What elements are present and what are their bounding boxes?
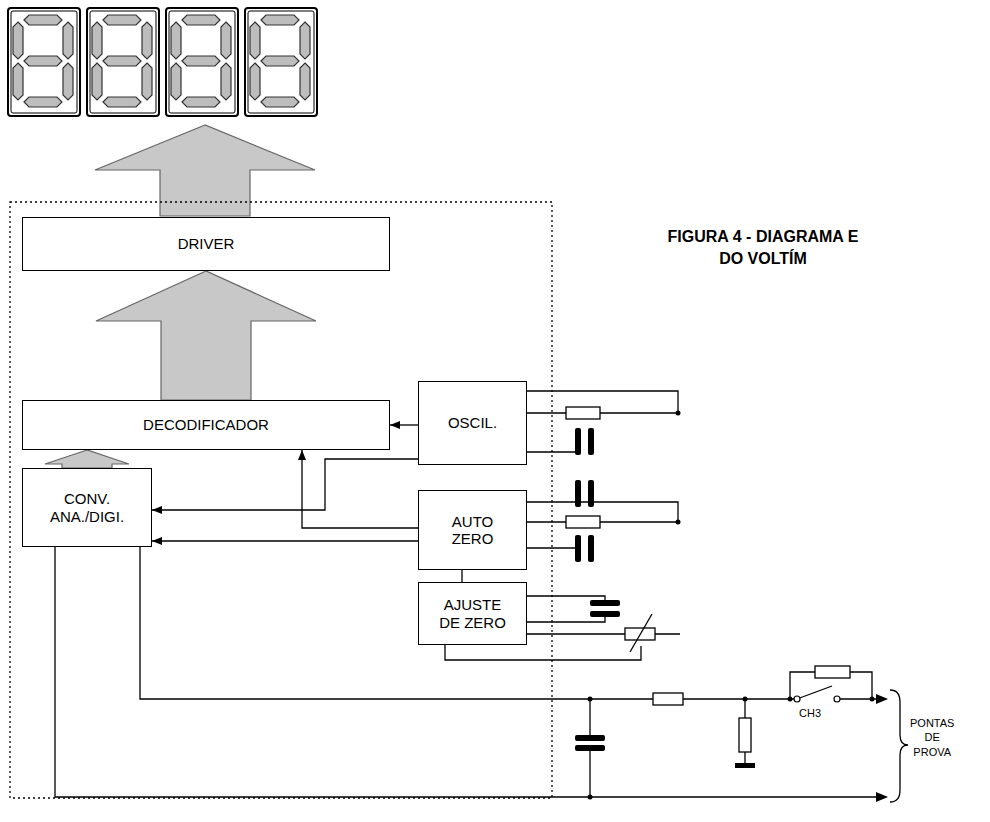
block-label: OSCIL. (448, 414, 497, 431)
figure-caption: FIGURA 4 - DIAGRAMA E DO VOLTÍM (660, 226, 866, 269)
capacitor-plate (588, 535, 594, 562)
wire (527, 547, 576, 548)
wire (527, 391, 678, 413)
junction-dot (676, 411, 681, 416)
resistor-symbol (739, 718, 751, 752)
block-box: CONV. ANA./DIGI. (22, 468, 152, 547)
resistor-symbol (653, 693, 683, 705)
block-label: DECODIFICADOR (143, 416, 269, 433)
block-box: OSCIL. (418, 381, 527, 465)
block-box: AUTO ZERO (418, 490, 527, 570)
block-box: DRIVER (22, 217, 390, 271)
block-box: AJUSTE DE ZERO (418, 582, 527, 645)
resistor-symbol (815, 666, 850, 678)
arrow-head (876, 792, 888, 802)
capacitor-plate (575, 735, 605, 741)
signal-line (152, 459, 418, 510)
junction-dot (870, 697, 875, 702)
bus-arrow (45, 450, 129, 468)
signal-line (152, 540, 418, 541)
resistor-symbol (566, 407, 600, 419)
junction-dot (743, 697, 748, 702)
signal-line (302, 450, 418, 528)
signal-line (390, 424, 418, 425)
capacitor-plate (575, 480, 581, 507)
wire (445, 645, 641, 660)
wire (527, 502, 678, 522)
signal-line (461, 570, 462, 582)
wire (527, 633, 680, 634)
seven-segment-digit (87, 8, 159, 116)
block-box: DECODIFICADOR (22, 400, 390, 450)
wire (527, 412, 678, 413)
arrow-head (876, 694, 888, 704)
wire (527, 521, 678, 522)
switch-contact (834, 696, 840, 702)
brace (890, 690, 908, 802)
chip-outline (10, 202, 552, 798)
wire (527, 451, 576, 452)
switch-contact (794, 696, 800, 702)
junction-dot (588, 697, 593, 702)
resistor-symbol (566, 516, 600, 528)
wire (55, 547, 878, 797)
capacitor-plate (590, 600, 620, 606)
capacitor-plate (590, 611, 620, 617)
junction-dot (588, 795, 593, 800)
capacitor-plate (575, 535, 581, 562)
seven-segment-digit (8, 8, 80, 116)
junction-dot (676, 520, 681, 525)
wire (527, 596, 605, 622)
capacitor-plate (575, 428, 581, 455)
switch-label: CH3 (799, 706, 821, 720)
switch-lever (797, 686, 832, 699)
seven-segment-digit (166, 8, 238, 116)
capacitor-plate (575, 745, 605, 751)
junction-dot (788, 697, 793, 702)
capacitor-plate (588, 480, 594, 507)
capacitor-plate (588, 428, 594, 455)
block-label: CONV. ANA./DIGI. (31, 490, 143, 525)
terminal-label: PONTAS DE PROVA (910, 716, 954, 759)
block-label: DRIVER (178, 235, 235, 252)
block-label: AUTO ZERO (433, 513, 512, 548)
bus-arrow (96, 271, 316, 400)
seven-segment-digit (245, 8, 317, 116)
ground-symbol (735, 763, 755, 768)
block-label: AJUSTE DE ZERO (433, 596, 512, 631)
